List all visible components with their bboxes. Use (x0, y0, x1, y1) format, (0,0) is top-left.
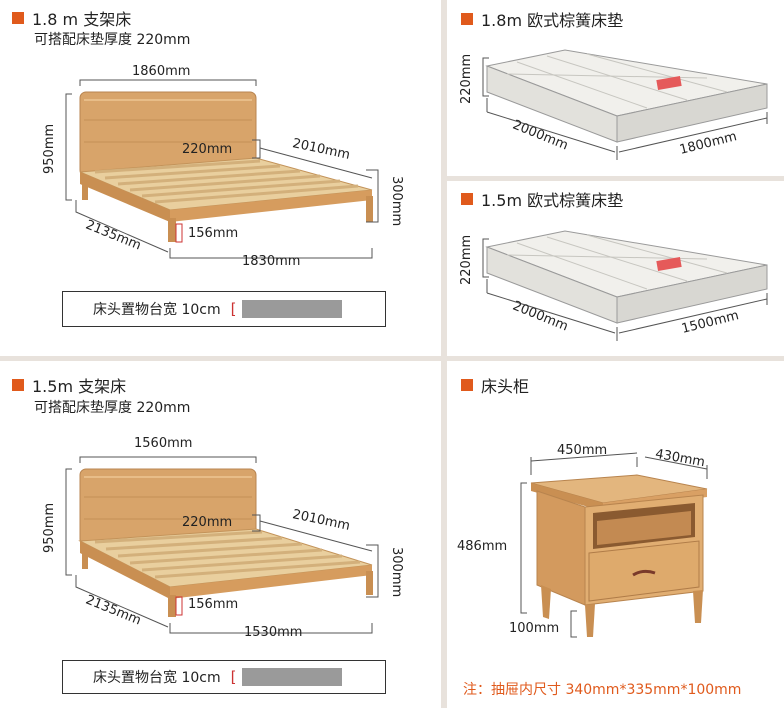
bed-15-drawing (65, 456, 379, 634)
mattress-15-panel: 1.5m 欧式棕簧床垫 220mm 2000mm 1500mm (447, 181, 784, 356)
bed-15-headboard-gap: 220mm (182, 515, 233, 530)
bed-18-shelf-swatch (242, 300, 343, 318)
mattress-15-title: 1.5m 欧式棕簧床垫 (461, 187, 623, 211)
nightstand-panel: 床头柜 450mm 430mm 486mm 100mm 注：抽屉 (447, 361, 784, 708)
bed-15-width-bottom: 1530mm (244, 625, 303, 640)
drawer-inner-size-note: 注：抽屉内尺寸 340mm*335mm*100mm (463, 682, 742, 698)
bed-15-panel: 1.5m 支架床 可搭配床垫厚度 220mm (0, 361, 441, 708)
mattress-18-drawing (482, 49, 768, 160)
square-bullet-icon (461, 13, 473, 25)
mattress-18-title: 1.8m 欧式棕簧床垫 (461, 7, 623, 31)
nightstand-width: 450mm (557, 443, 608, 458)
bed-15-title: 1.5m 支架床 (12, 373, 126, 397)
bed-18-subtitle: 可搭配床垫厚度 220mm (34, 32, 191, 48)
square-bullet-icon (461, 193, 473, 205)
bed-18-width-top: 1860mm (132, 64, 191, 79)
bed-18-headboard-gap: 220mm (182, 142, 233, 157)
bed-18-drawing (65, 79, 379, 259)
nightstand-title: 床头柜 (461, 373, 529, 397)
bed-15-height: 950mm (42, 502, 57, 553)
bed-18-shelf-bracket: [ (230, 300, 237, 318)
bed-15-shelf-label: 床头置物台宽 10cm (93, 670, 221, 686)
bed-18-leg: 156mm (188, 226, 239, 241)
bed-18-width-bottom: 1830mm (242, 254, 301, 269)
bed-15-shelf-box: 床头置物台宽 10cm [ (62, 660, 386, 694)
bed-18-height: 950mm (42, 123, 57, 174)
mattress-18-panel: 1.8m 欧式棕簧床垫 220mm 2000mm 1800mm (447, 0, 784, 176)
nightstand-leg: 100mm (509, 621, 560, 636)
mattress-15-drawing (482, 230, 768, 341)
bed-18-shelf-box: 床头置物台宽 10cm [ (62, 291, 386, 327)
square-bullet-icon (12, 12, 24, 24)
bed-15-shelf-swatch (242, 668, 343, 686)
bed-15-shelf-bracket: [ (230, 668, 237, 686)
square-bullet-icon (461, 379, 473, 391)
bed-18-panel: 1.8 m 支架床 可搭配床垫厚度 220mm (0, 0, 441, 356)
bed-18-shelf-label: 床头置物台宽 10cm (93, 302, 221, 318)
mattress-18-thickness: 220mm (459, 53, 474, 104)
bed-18-side-height: 300mm (389, 176, 404, 227)
bed-15-subtitle: 可搭配床垫厚度 220mm (34, 400, 191, 416)
bed-15-width-top: 1560mm (134, 436, 193, 451)
bed-15-side-height: 300mm (389, 547, 404, 598)
nightstand-drawing (520, 452, 708, 638)
bed-15-leg: 156mm (188, 597, 239, 612)
mattress-15-thickness: 220mm (459, 234, 474, 285)
square-bullet-icon (12, 379, 24, 391)
nightstand-height: 486mm (457, 539, 508, 554)
bed-18-title: 1.8 m 支架床 (12, 6, 131, 30)
